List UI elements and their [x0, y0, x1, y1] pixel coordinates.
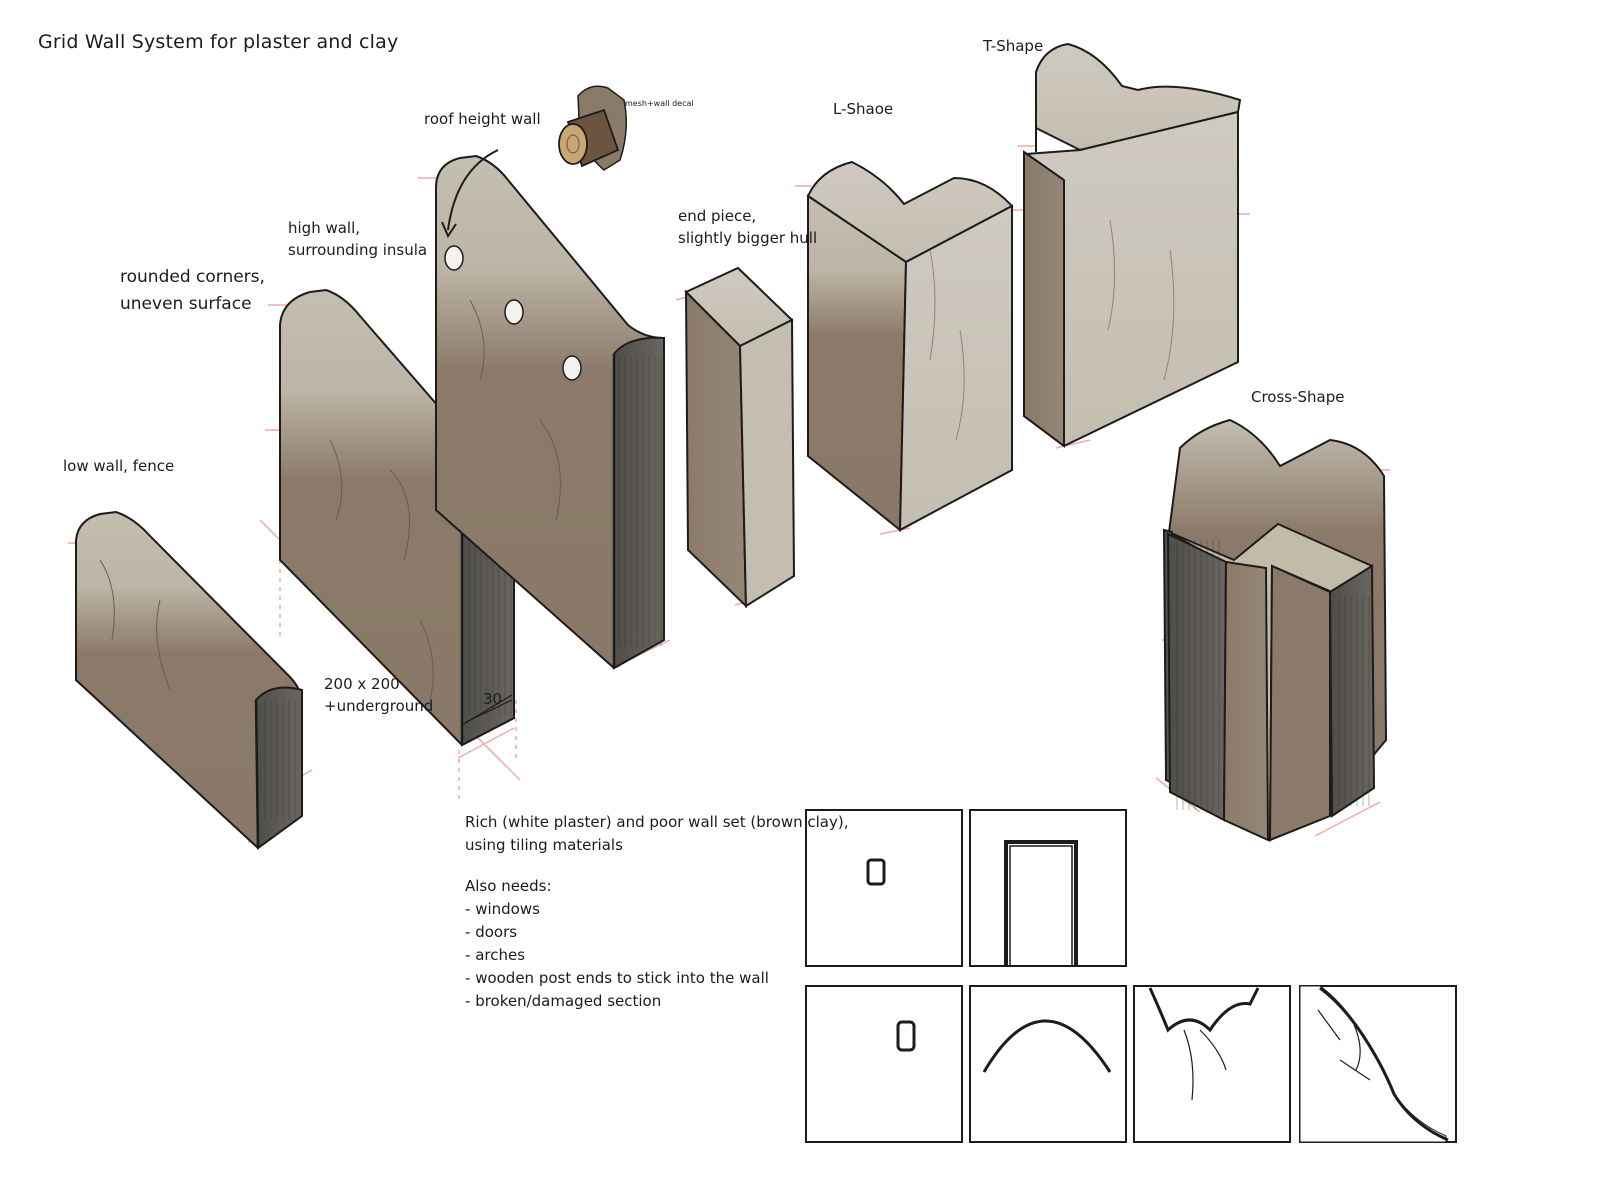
label-low-wall: low wall, fence: [63, 457, 175, 475]
l-shape-block: [795, 160, 1024, 535]
cross-shape-block: [1155, 418, 1390, 842]
label-mesh-decal: mesh+wall decal: [625, 99, 694, 108]
note-item: arches: [465, 944, 848, 967]
label-dimension-30: 30: [483, 690, 503, 708]
notes-intro: Rich (white plaster) and poor wall set (…: [465, 813, 849, 854]
label-l-shape: L-Shaoe: [833, 100, 894, 118]
notes-block: Rich (white plaster) and poor wall set (…: [465, 811, 848, 1013]
label-end-piece: end piece, slightly bigger hull: [678, 207, 818, 247]
page-title: Grid Wall System for plaster and clay: [38, 31, 399, 53]
note-item: windows: [465, 898, 848, 921]
notes-needs-title: Also needs:: [465, 877, 552, 895]
wooden-post-ends: [444, 245, 582, 381]
dimension-arrow: [465, 699, 513, 723]
roof-height-wall-block: [418, 149, 671, 670]
notes-list: windows doors arches wooden post ends to…: [465, 898, 848, 1013]
note-item: wooden post ends to stick into the wall: [465, 967, 848, 990]
note-item: doors: [465, 921, 848, 944]
wooden-log-decal: [558, 85, 627, 171]
low-wall-block: [68, 510, 313, 850]
note-item: broken/damaged section: [465, 990, 848, 1013]
tile-broken-2: [1299, 985, 1457, 1143]
tile-door: [969, 809, 1127, 967]
label-high-wall: high wall, surrounding insula: [288, 219, 428, 259]
t-shape-block: [1018, 42, 1250, 449]
material-tiles: [805, 809, 1457, 1143]
tile-arch: [969, 985, 1127, 1143]
label-rounded-corners: rounded corners, uneven surface: [120, 267, 265, 314]
end-piece-block: [675, 266, 796, 609]
tile-broken-1: [1133, 985, 1291, 1143]
label-roof-wall: roof height wall: [424, 110, 541, 128]
label-t-shape: T-Shape: [983, 37, 1044, 55]
label-cross-shape: Cross-Shape: [1251, 388, 1345, 406]
label-dimension-200: 200 x 200 +underground: [324, 675, 434, 715]
